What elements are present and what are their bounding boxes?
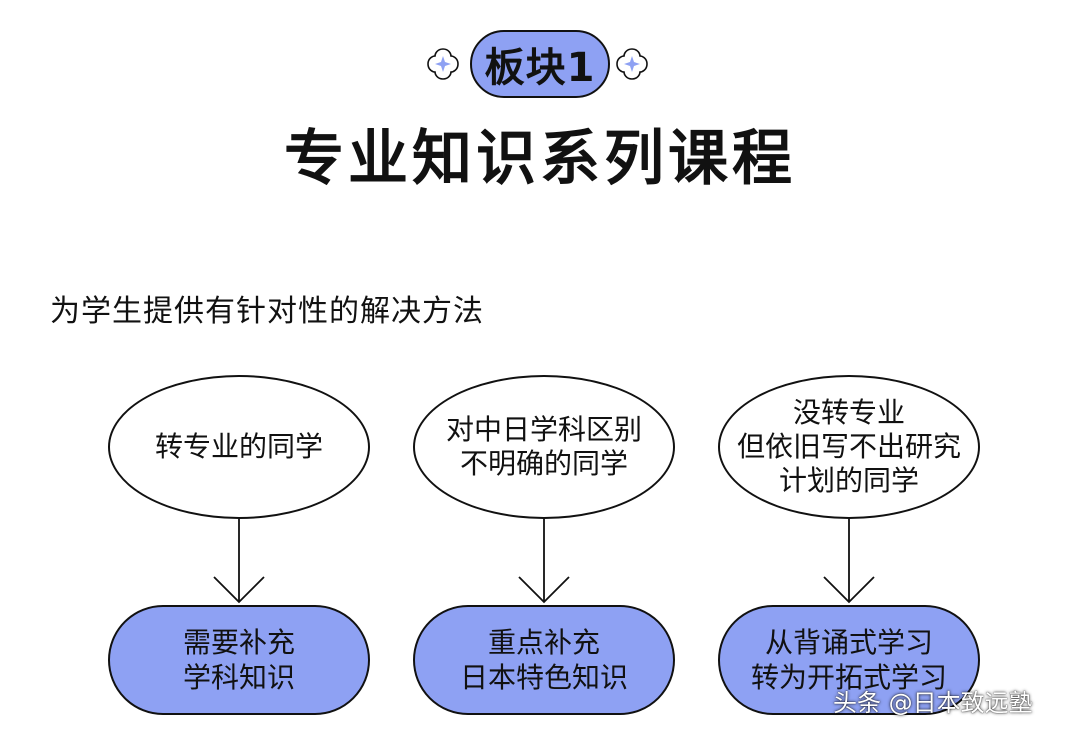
problem-line: 转专业的同学 (154, 430, 323, 463)
badge-label: 板块1 (484, 45, 596, 91)
solution-line: 日本特色知识 (459, 661, 628, 694)
section-badge: 板块1 (470, 30, 610, 98)
watermark: 头条 @日本致远塾 (833, 689, 1033, 717)
problem-bubble-3: 没转专业 但依旧写不出研究 计划的同学 (718, 375, 980, 519)
solution-line: 学科知识 (182, 661, 295, 694)
arrow-head-3 (823, 576, 875, 604)
solution-pill-1: 需要补充 学科知识 (108, 605, 370, 715)
page-title: 专业知识系列课程 (284, 124, 796, 194)
problem-line: 计划的同学 (778, 464, 919, 497)
problem-line: 对中日学科区别 (445, 413, 642, 446)
solution-line: 需要补充 (182, 626, 295, 659)
arrow-head-2 (518, 576, 570, 604)
subtitle: 为学生提供有针对性的解决方法 (50, 294, 484, 329)
sparkle-icon (427, 48, 459, 80)
problem-line: 没转专业 (792, 396, 905, 429)
problem-line: 不明确的同学 (459, 447, 628, 480)
sparkle-icon (616, 48, 648, 80)
problem-bubble-2: 对中日学科区别 不明确的同学 (413, 375, 675, 519)
solution-pill-3: 从背诵式学习 转为开拓式学习 (718, 605, 980, 715)
solution-line: 转为开拓式学习 (750, 661, 947, 694)
problem-bubble-1: 转专业的同学 (108, 375, 370, 519)
solution-line: 从背诵式学习 (764, 626, 933, 659)
solution-line: 重点补充 (487, 626, 600, 659)
solution-pill-2: 重点补充 日本特色知识 (413, 605, 675, 715)
problem-line: 但依旧写不出研究 (736, 430, 961, 463)
arrow-head-1 (213, 576, 265, 604)
